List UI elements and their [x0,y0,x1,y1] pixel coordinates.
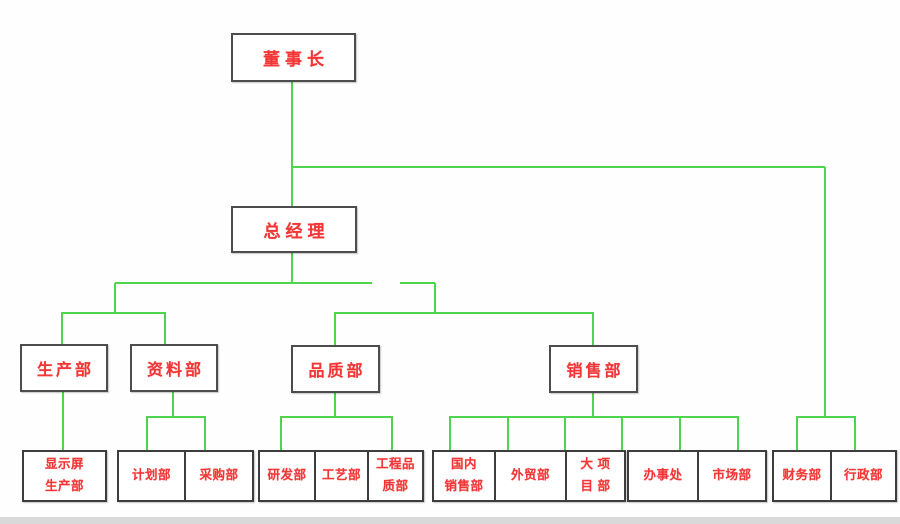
node-label: 总经理 [263,222,330,241]
group-chairman-children: 财务部 行政部 [772,450,897,502]
node-planning-dept: 计划部 [119,452,184,500]
node-chairman: 董事长 [231,33,356,82]
node-admin-dept: 行政部 [830,452,895,500]
node-quality-dept: 品质部 [291,345,380,393]
node-label: 行政部 [843,468,883,483]
node-domestic-sales-dept: 国内 销售部 [434,452,494,500]
node-label: 销售部 [566,363,624,380]
group-sales-dept-children-right: 办事处 市场部 [627,450,767,502]
node-label: 生产部 [36,362,94,379]
connector-line [280,416,393,450]
node-office: 办事处 [629,452,697,500]
node-label: 工程品 质部 [375,457,415,493]
group-data-dept-children: 计划部 采购部 [117,450,254,502]
node-purchasing-dept: 采购部 [184,452,252,500]
node-label: 办事处 [643,468,683,483]
connector-line [146,416,206,450]
node-label: 市场部 [712,468,752,483]
connector-line [334,312,594,345]
node-label: 国内 销售部 [444,457,484,493]
group-quality-dept-children: 研发部工艺部工程品 质部 [258,450,424,502]
node-label: 研发部 [267,468,307,483]
node-label: 资料部 [146,362,204,379]
node-label: 大 项 目 部 [580,457,611,493]
node-foreign-trade-dept: 外贸部 [494,452,565,500]
image-edge-artifact [0,517,900,524]
node-label: 外贸部 [510,468,550,483]
connector-line [61,312,166,344]
node-process-dept: 工艺部 [314,452,367,500]
node-display-production-dept: 显示屏 生产部 [22,450,107,502]
node-marketing-dept: 市场部 [697,452,765,500]
connector-line [796,416,856,450]
node-engineering-quality-dept: 工程品 质部 [367,452,422,500]
node-production-dept: 生产部 [20,344,108,392]
node-label: 董事长 [263,50,329,69]
node-label: 品质部 [308,363,366,380]
node-label: 显示屏 生产部 [44,457,84,493]
node-finance-dept: 财务部 [774,452,830,500]
node-general-manager: 总经理 [231,206,357,253]
node-sales-dept: 销售部 [549,345,638,393]
node-label: 采购部 [199,468,239,483]
group-sales-dept-children-left: 国内 销售部 外贸部 大 项 目 部 [432,450,626,502]
line-gap-artifact [372,280,400,286]
node-label: 工艺部 [321,468,361,483]
connector-line [449,416,739,450]
node-data-dept: 资料部 [130,344,218,392]
node-label: 财务部 [782,468,822,483]
node-rd-dept: 研发部 [260,452,314,500]
node-label: 计划部 [131,468,171,483]
node-major-projects-dept: 大 项 目 部 [565,452,624,500]
